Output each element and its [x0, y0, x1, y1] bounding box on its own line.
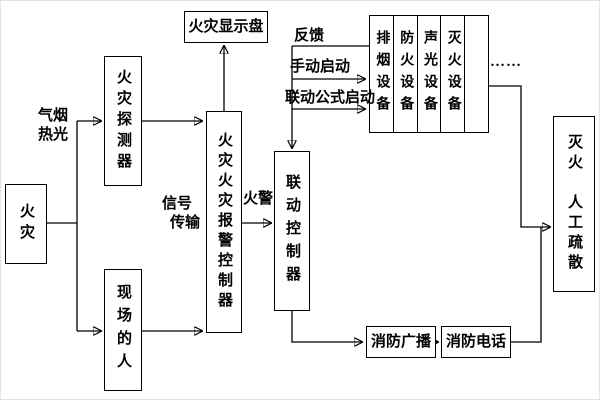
- arrow-linkage-to-broadcast: [291, 311, 362, 342]
- equipment-fire-prevention-label: 防火设备: [398, 30, 414, 118]
- node-fire-telephone: 消防电话: [441, 326, 511, 358]
- label-signal-line2: 传输: [170, 215, 201, 231]
- equipment-cell-extinguishing: 灭火设备: [440, 16, 464, 132]
- node-fire-broadcast: 消防广播: [366, 326, 436, 358]
- node-fire-display-panel: 火灾显示盘: [184, 11, 268, 43]
- node-fire-detector: 火灾探测器: [104, 56, 142, 186]
- node-evacuation: 灭火 人工疏散: [553, 116, 595, 292]
- line-fire-branch: [47, 121, 78, 331]
- node-fire-alarm-controller-label: 火灾火灾报警控制器: [216, 132, 232, 312]
- equipment-cell-sound-light: 声光设备: [416, 16, 441, 132]
- node-fire-display-panel-label: 火灾显示盘: [188, 19, 264, 35]
- label-trigger-line2: 热光: [38, 127, 69, 143]
- label-manual-start: 手动启动: [290, 59, 351, 75]
- label-fire-alarm: 火警: [243, 191, 274, 207]
- node-fire-detector-label: 火灾探测器: [115, 68, 131, 174]
- label-trigger-line1: 气烟: [38, 108, 69, 124]
- equipment-sound-light-label: 声光设备: [421, 30, 437, 118]
- label-feedback: 反馈: [294, 28, 325, 44]
- label-trigger-signals: 气烟 热光: [38, 107, 68, 145]
- node-people-on-site-label: 现场的人: [115, 284, 131, 376]
- label-signal-line1: 信号: [162, 196, 193, 212]
- node-fire-broadcast-label: 消防广播: [370, 334, 431, 350]
- equipment-extinguishing-label: 灭火设备: [445, 30, 461, 118]
- node-fire-telephone-label: 消防电话: [445, 334, 506, 350]
- equipment-group: 排烟设备 防火设备 声光设备 灭火设备: [369, 15, 489, 133]
- arrow-equipment-to-evacuation: [489, 85, 550, 227]
- node-linkage-controller-label: 联动控制器: [284, 173, 300, 289]
- node-fire: 火灾: [5, 184, 47, 264]
- node-fire-label: 火灾: [18, 203, 34, 245]
- label-signal-transmission: 信号 传输: [162, 195, 200, 233]
- node-fire-alarm-controller: 火灾火灾报警控制器: [206, 111, 242, 333]
- equipment-cell-smoke-exhaust: 排烟设备: [370, 16, 393, 132]
- equipment-smoke-exhaust-label: 排烟设备: [374, 30, 390, 118]
- line-phone-to-evacuation: [511, 227, 542, 343]
- equipment-cell-empty: [464, 16, 488, 132]
- node-people-on-site: 现场的人: [104, 269, 142, 391]
- equipment-cell-fire-prevention: 防火设备: [392, 16, 417, 132]
- label-auto-start: 联动公式启动: [285, 90, 376, 106]
- node-evacuation-label: 灭火 人工疏散: [566, 134, 582, 274]
- label-ellipsis: ……: [490, 54, 522, 70]
- node-linkage-controller: 联动控制器: [274, 151, 310, 311]
